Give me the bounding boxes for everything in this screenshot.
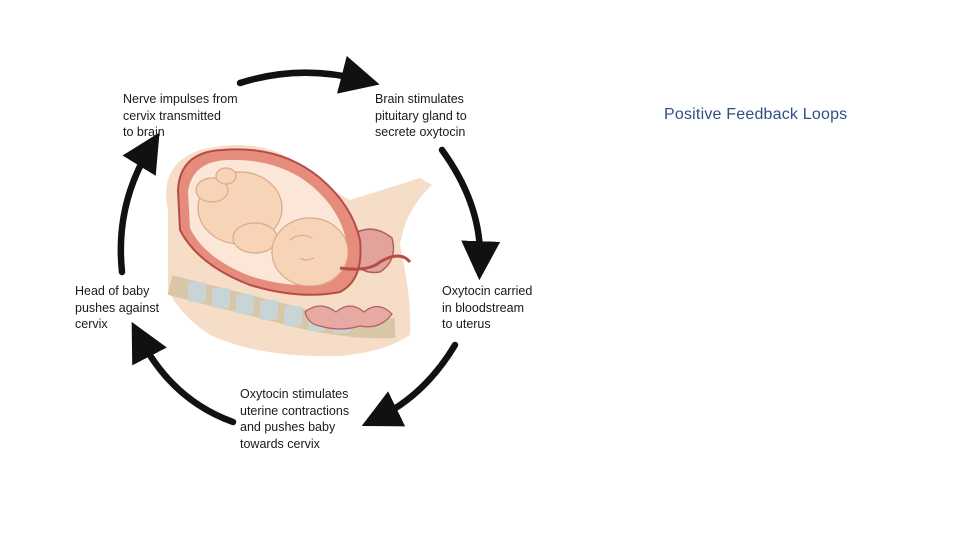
arrow-bottom-left bbox=[140, 338, 233, 422]
step-brain-stimulates: Brain stimulates pituitary gland to secr… bbox=[375, 91, 467, 141]
arrow-bottom-right bbox=[378, 345, 455, 418]
arrow-top bbox=[240, 73, 362, 83]
step-uterine-contractions: Oxytocin stimulates uterine contractions… bbox=[240, 386, 349, 452]
step-nerve-impulses: Nerve impulses from cervix transmitted t… bbox=[123, 91, 238, 141]
step-head-pushes: Head of baby pushes against cervix bbox=[75, 283, 159, 333]
slide-title: Positive Feedback Loops bbox=[664, 106, 847, 124]
arrow-left bbox=[121, 148, 150, 272]
step-oxytocin-carried: Oxytocin carried in bloodstream to uteru… bbox=[442, 283, 532, 333]
arrow-right bbox=[442, 150, 480, 262]
anatomy-illustration bbox=[166, 145, 432, 356]
